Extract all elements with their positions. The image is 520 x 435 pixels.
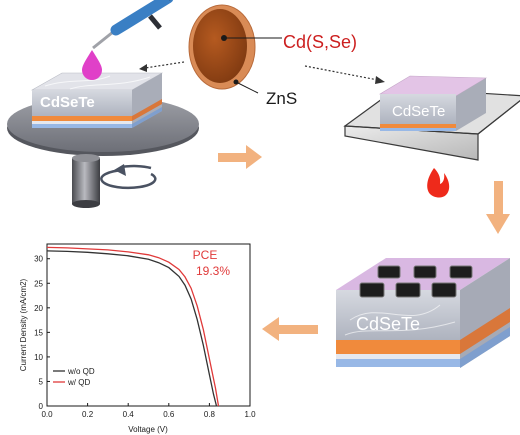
- qd-shell-label: ZnS: [266, 89, 297, 108]
- dotted-arrow-left: [144, 61, 185, 69]
- jv-curve-chart: 0.0 0.2 0.4 0.6 0.8 1.0 0 5 10 15 20 25 30 Voltage …: [19, 243, 256, 434]
- left-arrow-icon: [262, 317, 318, 341]
- flame-icon: [427, 168, 450, 198]
- cdsete-label-device: CdSeTe: [356, 314, 420, 334]
- qd-core: [193, 9, 247, 83]
- pce-label: PCE: [193, 248, 218, 262]
- pipette-icon: [92, 0, 174, 50]
- pce-value: 19.3%: [196, 264, 230, 278]
- legend-entry: w/ QD: [67, 378, 90, 387]
- right-arrow-icon: [218, 145, 262, 169]
- droplet-icon: [82, 50, 102, 80]
- cdsete-film-block-spin: CdSeTe: [30, 72, 164, 128]
- series-line-with-qd: [46, 246, 220, 407]
- cdsete-film-block-hotplate: CdSeTe: [378, 75, 488, 131]
- plot-frame: [46, 243, 251, 407]
- hotplate-scene: CdSeTe: [343, 75, 520, 198]
- y-tick-label: 20: [34, 304, 43, 313]
- rotation-arrow-icon: [100, 164, 157, 190]
- y-tick-label: 30: [34, 255, 43, 264]
- x-axis-ticks: 0.0 0.2 0.4 0.6 0.8 1.0: [41, 403, 256, 419]
- cdsete-label-spin: CdSeTe: [40, 94, 95, 111]
- y-tick-label: 5: [39, 377, 44, 386]
- legend-entry: w/o QD: [67, 367, 95, 376]
- y-axis-ticks: 0 5 10 15 20 25 30: [34, 255, 50, 411]
- x-axis-label: Voltage (V): [128, 425, 168, 434]
- device-block: CdSeTe: [336, 258, 510, 368]
- x-tick-label: 0.6: [163, 410, 175, 419]
- spin-coater-scene: CdSeTe: [7, 0, 199, 208]
- cdsete-label-hotplate: CdSeTe: [392, 103, 445, 120]
- y-tick-label: 0: [39, 402, 44, 411]
- x-tick-label: 0.4: [123, 410, 135, 419]
- chart-series: [46, 246, 220, 407]
- y-axis-label: Current Density (mA/cm2): [19, 278, 28, 371]
- spin-motor: [72, 154, 100, 208]
- y-tick-label: 15: [34, 328, 43, 337]
- device-contacts: [359, 265, 473, 298]
- chart-legend: w/o QD w/ QD: [53, 367, 95, 387]
- x-tick-label: 0.8: [204, 410, 216, 419]
- y-tick-label: 25: [34, 279, 43, 288]
- series-line-without-qd: [46, 250, 218, 407]
- dotted-arrow-right: [304, 65, 379, 81]
- x-tick-label: 0.0: [41, 410, 53, 419]
- down-arrow-icon: [486, 181, 510, 234]
- x-tick-label: 0.2: [82, 410, 94, 419]
- quantum-dot-scene: Cd(S,Se) ZnS: [139, 4, 385, 108]
- x-tick-label: 1.0: [244, 410, 256, 419]
- y-tick-label: 10: [34, 353, 43, 362]
- qd-core-label: Cd(S,Se): [283, 32, 357, 52]
